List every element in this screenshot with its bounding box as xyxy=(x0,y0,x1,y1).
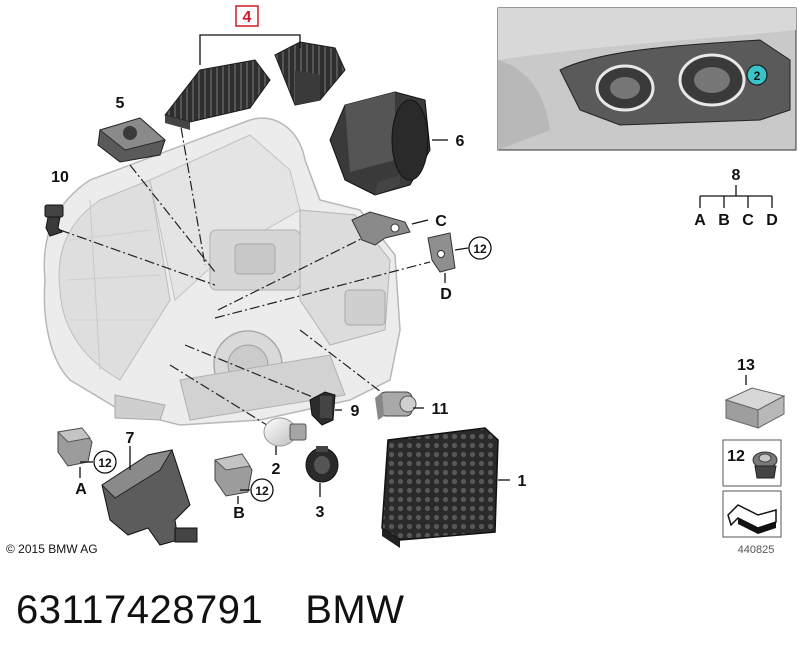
callout-4: 4 xyxy=(243,9,252,26)
callout-9: 9 xyxy=(351,403,360,420)
part-8-tree: 8 A B C D xyxy=(694,167,778,229)
callout-11: 11 xyxy=(432,401,449,418)
tree-C: C xyxy=(742,212,754,229)
callout-A: A xyxy=(75,481,87,498)
tree-B: B xyxy=(718,212,730,229)
leader-lines xyxy=(59,109,431,431)
diagram-code: 440825 xyxy=(738,544,775,556)
part-1-control-unit: 1 xyxy=(381,427,527,548)
callout-D: D xyxy=(440,286,452,303)
part-2-bulb: 2 xyxy=(263,417,307,478)
callout-7: 7 xyxy=(126,430,135,447)
callout-12-d: 12 xyxy=(473,242,487,256)
callout-1: 1 xyxy=(518,473,527,490)
symbol-box xyxy=(722,490,782,538)
callout-C: C xyxy=(435,213,447,230)
part-5-module: 5 xyxy=(97,95,167,163)
callout-12-box: 12 xyxy=(727,448,745,465)
callout-10: 10 xyxy=(51,169,69,186)
brand-name: BMW xyxy=(305,588,405,632)
headlight-housing xyxy=(43,117,401,426)
part-10-clip: 10 xyxy=(44,169,69,237)
part-9-socket: 9 xyxy=(309,391,360,426)
part-number: 63117428791 xyxy=(16,588,264,632)
part-d-bracket: 12 D xyxy=(427,232,492,303)
tree-A: A xyxy=(694,212,706,229)
callout-13: 13 xyxy=(737,357,755,374)
callout-6: 6 xyxy=(456,133,465,150)
teal-badge xyxy=(746,64,768,86)
callout-3: 3 xyxy=(316,504,325,521)
part-12-box: 12 xyxy=(722,439,782,487)
part-4-covers: 4 xyxy=(164,5,346,130)
part-13-box: 13 xyxy=(724,357,786,429)
callout-8: 8 xyxy=(732,167,741,184)
callout-5: 5 xyxy=(116,95,125,112)
callout-2-inset: 2 xyxy=(754,69,761,83)
copyright-text: © 2015 BMW AG xyxy=(6,542,98,556)
part-c-bracket: C xyxy=(351,211,447,246)
part-b-bracket: 12 B xyxy=(213,453,274,522)
highlight-box xyxy=(235,5,259,27)
tree-D: D xyxy=(766,212,778,229)
part-7-bracket: 7 xyxy=(101,430,198,546)
callout-12-b: 12 xyxy=(255,484,269,498)
callout-12-a: 12 xyxy=(98,456,112,470)
vehicle-inset: 2 xyxy=(497,7,797,151)
callout-B: B xyxy=(233,505,245,522)
part-6-projector: 6 xyxy=(329,91,465,196)
callout-2: 2 xyxy=(272,461,281,478)
part-3-socket: 3 xyxy=(305,446,339,521)
part-11-actuator: 11 xyxy=(375,391,449,420)
part-a-bracket: 12 A xyxy=(56,427,117,498)
part-caption: 63117428791 BMW xyxy=(16,588,405,633)
